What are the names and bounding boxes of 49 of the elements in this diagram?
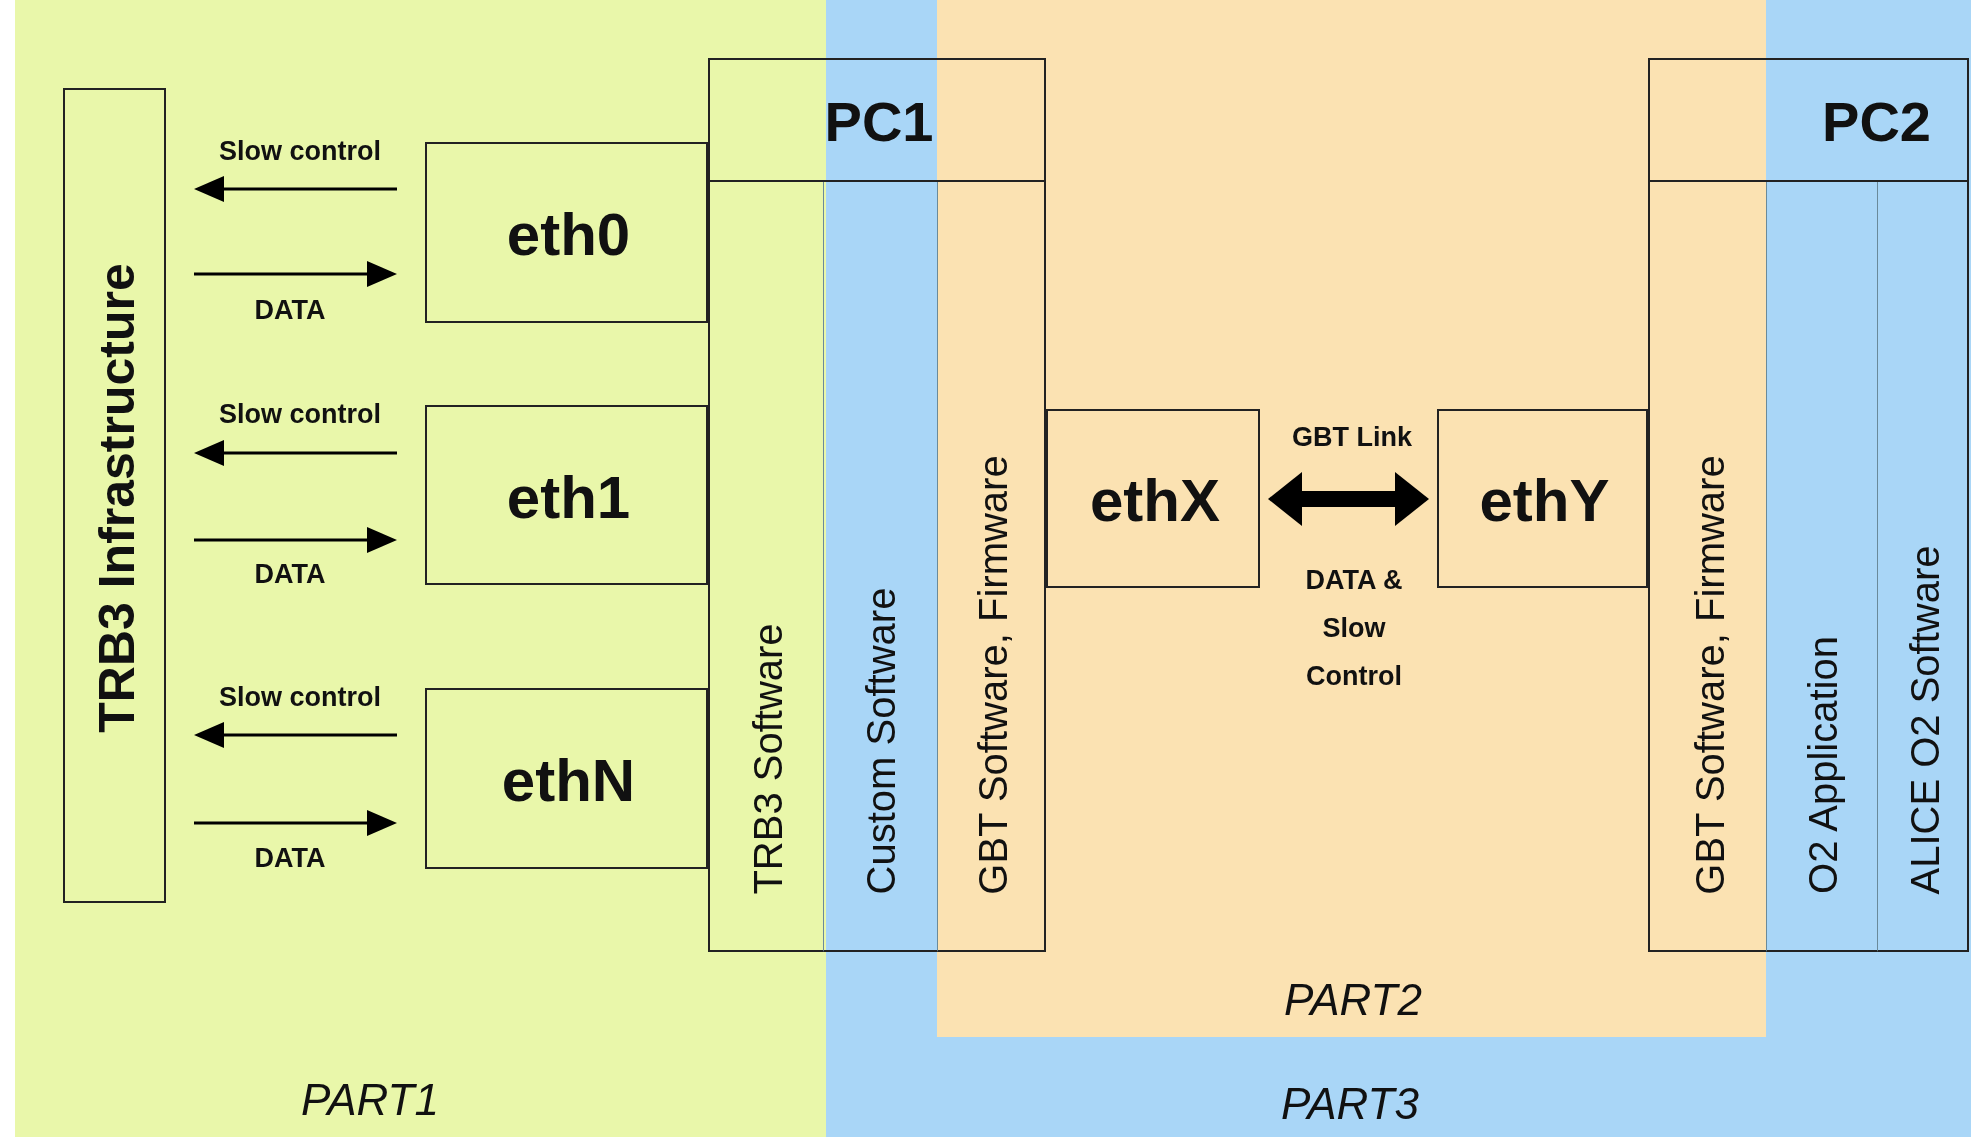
edge-label: Slow control [219, 398, 381, 430]
interface-box [425, 142, 708, 323]
interface-label: ethX [1090, 469, 1220, 532]
pc-box [1648, 58, 1969, 182]
column-label: O2 Application [1801, 636, 1844, 894]
edge-label: DATA [254, 558, 326, 590]
region-label: PART1 [301, 1076, 439, 1124]
interface-label: ethY [1479, 469, 1610, 532]
link-note: DATA & Slow Control [1304, 564, 1404, 693]
arrow [194, 261, 397, 287]
edge-label: GBT Link [1292, 421, 1412, 453]
region-band [937, 0, 1766, 1037]
software-column [1648, 182, 1766, 952]
column-label: GBT Software, Firmware [971, 454, 1014, 895]
pc-label: PC2 [1822, 92, 1931, 152]
edge-label: DATA [254, 294, 326, 326]
column-label: TRB3 Software [746, 622, 789, 895]
arrow [194, 722, 397, 748]
interface-label: eth1 [506, 465, 631, 529]
region-label: PART2 [1284, 977, 1422, 1024]
software-column [708, 182, 823, 952]
infrastructure-box [63, 88, 166, 903]
interface-box [1437, 409, 1648, 588]
column-label: ALICE O2 Software [1903, 545, 1945, 894]
software-column [937, 182, 1046, 952]
edge-label: Slow control [219, 135, 381, 167]
column-label: Custom Software [859, 587, 902, 894]
arrow [194, 810, 397, 836]
pc-box [708, 58, 1046, 182]
interface-label: eth0 [506, 203, 631, 266]
software-column [823, 182, 937, 952]
region-label: PART3 [1281, 1081, 1419, 1128]
region-band [15, 0, 826, 1137]
interface-box [425, 405, 708, 585]
arrow [194, 176, 397, 202]
arrow [194, 527, 397, 553]
edge-label: Slow control [219, 681, 381, 713]
region-band [826, 0, 1971, 1137]
arrow [194, 440, 397, 466]
pc-label: PC1 [824, 92, 934, 152]
arrow [1268, 472, 1429, 526]
software-column [1877, 182, 1969, 952]
interface-box [425, 688, 708, 869]
interface-label: ethN [501, 749, 636, 812]
column-label: GBT Software, Firmware [1688, 454, 1731, 895]
software-column [1766, 182, 1877, 952]
interface-box [1046, 409, 1260, 588]
infrastructure-label: TRB3 Infrastructure [90, 262, 143, 733]
edge-label: DATA [254, 842, 326, 874]
